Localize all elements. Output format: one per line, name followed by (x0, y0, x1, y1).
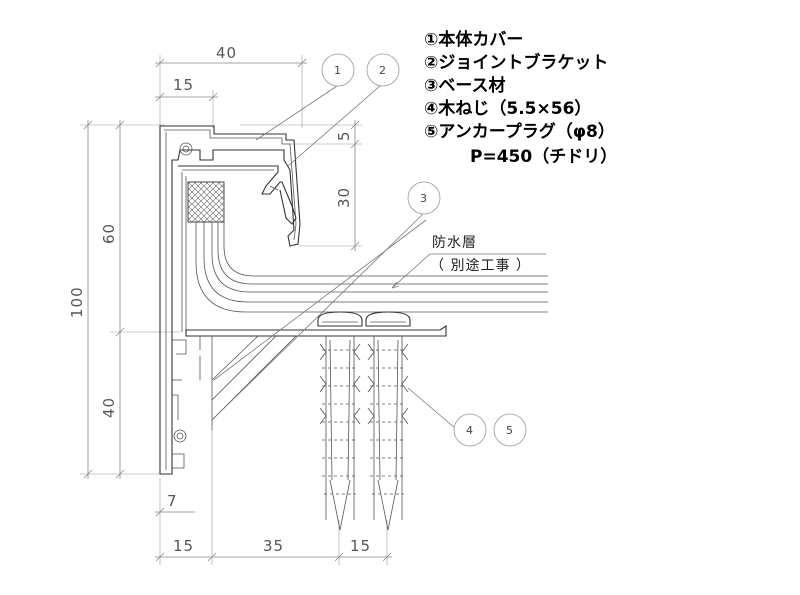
legend-item-5: ⑤アンカープラグ（φ8） (424, 121, 615, 142)
top-dimensions: 40 15 (155, 44, 307, 128)
dim-bottom-c: 15 (350, 537, 371, 555)
leader-lines (211, 85, 456, 429)
left-dimensions: 100 60 40 (68, 120, 180, 479)
svg-text:2: 2 (379, 64, 386, 77)
joint-bracket (178, 165, 297, 332)
legend-item-4: ④木ねじ（5.5×56） (424, 98, 591, 119)
callout-bubble-1: 1 (321, 53, 355, 87)
dim-right-small: 5 (335, 130, 353, 141)
legend-pitch: P=450（チドリ） (470, 146, 617, 167)
callout-bubble-3: 3 (407, 181, 441, 215)
bottom-dimensions: 7 15 35 15 (155, 430, 392, 565)
svg-text:4: 4 (466, 424, 473, 437)
right-dimensions: 5 30 (240, 120, 362, 251)
body-cover-profile (159, 125, 301, 475)
callout-bubble-5: 5 (493, 413, 527, 447)
dim-left-upper: 60 (100, 223, 118, 244)
legend-item-2: ②ジョイントブラケット (424, 52, 608, 73)
legend-item-3: ③ベース材 (424, 75, 506, 96)
svg-text:5: 5 (506, 424, 513, 437)
waterproof-label: 防水層 (432, 235, 477, 251)
dim-top-overall: 40 (216, 44, 237, 62)
waterproof-note: （ 別途工事 ） (430, 257, 531, 274)
dim-top-lip: 15 (173, 76, 194, 94)
dim-bottom-a: 15 (173, 537, 194, 555)
anchor-screw-left (317, 311, 363, 531)
waterproof-layers (195, 200, 548, 313)
dim-bottom-small: 7 (167, 492, 178, 510)
callout-bubble-4: 4 (453, 413, 487, 447)
dim-left-lower: 40 (100, 397, 118, 418)
dim-bottom-b: 35 (263, 537, 284, 555)
sealant-block (187, 181, 225, 223)
dim-right-drop: 30 (335, 187, 353, 208)
callout-bubble-2: 2 (366, 53, 400, 87)
legend: ①本体カバー ②ジョイントブラケット ③ベース材 ④木ねじ（5.5×56） ⑤ア… (424, 29, 617, 167)
svg-text:1: 1 (334, 64, 341, 77)
dim-left-overall: 100 (68, 286, 86, 318)
base-member (185, 324, 447, 430)
legend-item-1: ①本体カバー (424, 29, 523, 50)
svg-text:3: 3 (420, 192, 427, 205)
anchor-screw-right (365, 311, 411, 531)
